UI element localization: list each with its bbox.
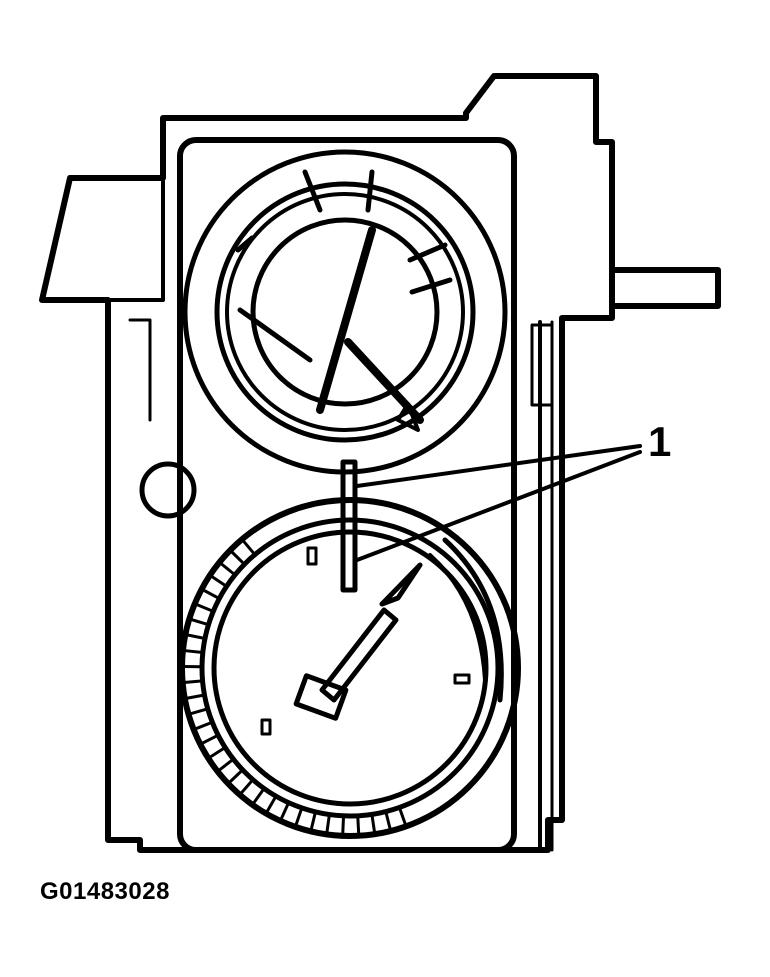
dial-tooth [209, 574, 228, 588]
dial-tooth [199, 733, 219, 746]
dial-tooth [185, 633, 206, 640]
dial-tooth [293, 807, 304, 828]
dial-tooth [309, 811, 317, 832]
dial-tooth [229, 549, 246, 566]
inner-frame [177, 137, 517, 853]
callout-leader-upper [355, 444, 642, 488]
dial-tooth [278, 802, 290, 822]
callout-leader-lower [355, 450, 642, 562]
dial-tooth [182, 679, 203, 685]
dial-tooth [188, 707, 209, 716]
dial-tooth [356, 815, 361, 836]
dial-tooth [384, 811, 393, 832]
dial-tooth [218, 561, 236, 577]
dial-tooth [341, 815, 346, 836]
dial-tooth [184, 693, 205, 701]
dial-tooth [240, 538, 257, 556]
dial-tooth [370, 814, 377, 835]
dial-tooth [200, 587, 221, 600]
dial-tooth [182, 648, 203, 655]
mounting-hole [139, 461, 197, 519]
dial-tooth [227, 768, 244, 785]
dial-tooth [216, 757, 235, 773]
dial-tooth [193, 720, 213, 731]
dial-tooth [251, 787, 266, 806]
dial-tooth [397, 807, 408, 827]
dial-teeth [181, 538, 408, 836]
callout-label: 1 [648, 418, 672, 465]
dial-tooth [207, 746, 226, 760]
dial-tooth [264, 795, 278, 815]
dial-pointer [319, 607, 399, 703]
figure-id: G01483028 [40, 878, 170, 905]
dial-tooth [194, 602, 214, 613]
dial-tooth [188, 617, 209, 627]
dial-tooth [238, 778, 255, 796]
upper-wheel [182, 149, 508, 475]
alignment-marker [340, 459, 358, 593]
dial-tooth [325, 814, 331, 835]
